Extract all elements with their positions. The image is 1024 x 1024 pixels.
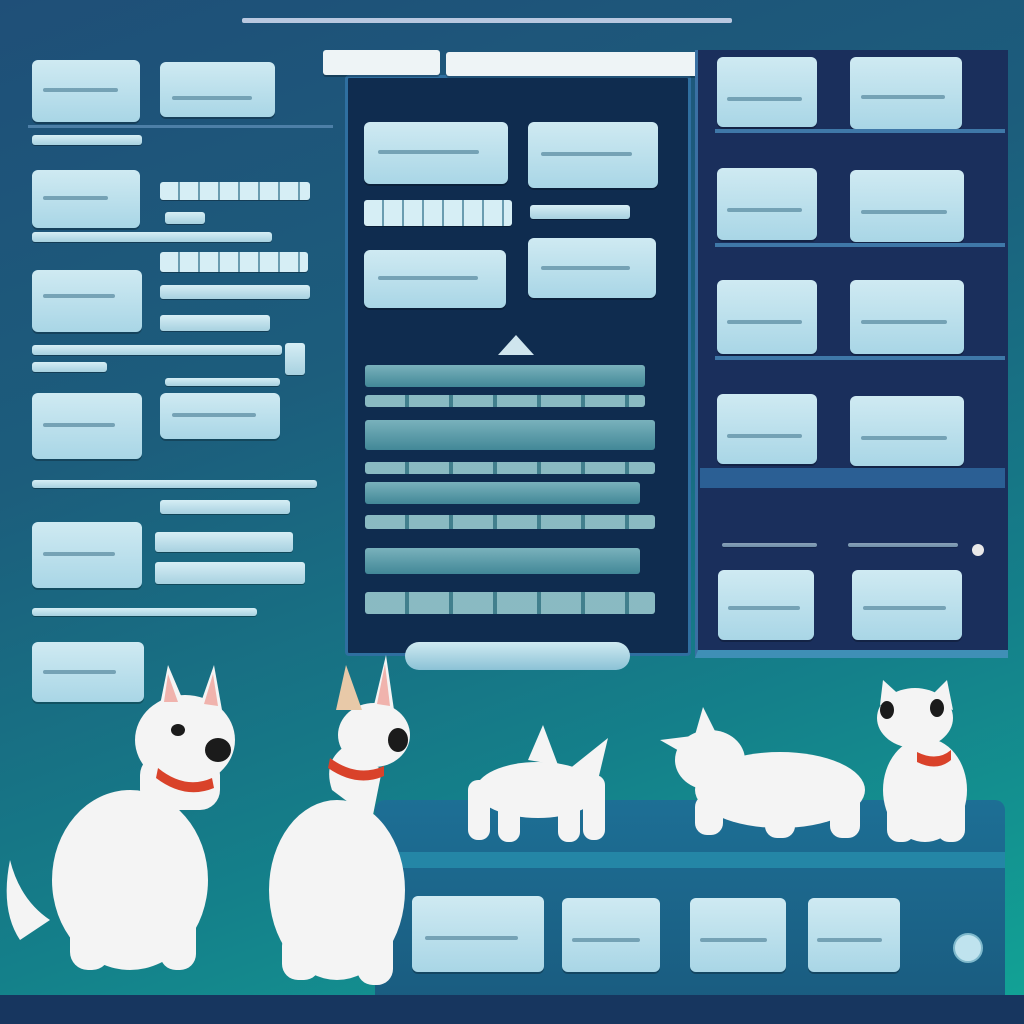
left-card-4[interactable] [32, 270, 142, 332]
dog-2-illustration [269, 655, 410, 985]
right-card-2[interactable] [850, 57, 962, 129]
bottom-knob[interactable] [953, 933, 983, 963]
right-card-3[interactable] [717, 168, 817, 240]
left-card-1[interactable] [32, 60, 140, 122]
right-card-7[interactable] [717, 394, 817, 464]
dog-3-illustration [468, 725, 608, 842]
right-card-5[interactable] [717, 280, 817, 354]
mid-row-2 [365, 395, 645, 407]
right-panel [695, 50, 1008, 658]
right-card-9[interactable] [718, 570, 814, 640]
dog-1-illustration [6, 665, 235, 970]
right-shelf-4 [700, 468, 1005, 488]
dog-4-illustration [660, 707, 865, 838]
mid-row-3 [365, 420, 655, 450]
left-bar-6 [160, 285, 310, 299]
mid-bar-2 [530, 205, 630, 219]
left-card-2[interactable] [160, 62, 275, 117]
right-banner-underline-b [848, 543, 958, 547]
right-shelf-3 [715, 356, 1005, 360]
left-bar-4 [32, 232, 272, 242]
mid-row-4 [365, 462, 655, 474]
floor-strip [0, 995, 1024, 1024]
left-panel [28, 125, 333, 608]
dog-5-illustration [877, 680, 967, 842]
left-card-7[interactable] [32, 522, 142, 588]
right-card-8[interactable] [850, 396, 964, 466]
mid-bar-1 [364, 200, 512, 226]
mid-row-1 [365, 365, 645, 387]
left-bar-12 [32, 480, 317, 488]
left-bar-9 [285, 343, 305, 375]
left-bar-11 [165, 378, 280, 386]
mid-card-1[interactable] [364, 122, 508, 184]
mid-scroll-bar[interactable] [405, 642, 630, 670]
left-bar-8 [32, 345, 282, 355]
top-title-strip [242, 18, 732, 23]
left-bar-15 [155, 562, 305, 584]
bottom-card-2[interactable] [562, 898, 660, 972]
mid-row-5 [365, 482, 640, 504]
left-bar-16 [32, 608, 257, 616]
left-bar-14 [155, 532, 293, 552]
left-bar-2 [160, 182, 310, 200]
left-card-8[interactable] [32, 642, 144, 702]
right-banner-underline-a [722, 543, 817, 547]
mid-row-8 [365, 592, 655, 614]
right-card-10[interactable] [852, 570, 962, 640]
right-shelf-1 [715, 129, 1005, 133]
mid-triangle [498, 335, 534, 355]
right-knob[interactable] [972, 544, 984, 556]
right-card-4[interactable] [850, 170, 964, 242]
left-bar-13 [160, 500, 290, 514]
left-bar-7 [160, 315, 270, 331]
right-shelf-2 [715, 243, 1005, 247]
mid-card-3[interactable] [364, 250, 506, 308]
left-card-5[interactable] [32, 393, 142, 459]
platform-ledge [375, 852, 1005, 868]
left-bar-5 [160, 252, 308, 272]
left-bar-3 [165, 212, 205, 224]
tab-right[interactable] [446, 52, 698, 76]
right-card-6[interactable] [850, 280, 964, 354]
right-card-1[interactable] [717, 57, 817, 127]
left-bar-10 [32, 362, 107, 372]
left-card-6[interactable] [160, 393, 280, 439]
left-bar-1 [32, 135, 142, 145]
left-card-3[interactable] [32, 170, 140, 228]
bottom-card-3[interactable] [690, 898, 786, 972]
tab-left[interactable] [323, 50, 440, 75]
mid-card-2[interactable] [528, 122, 658, 188]
mid-card-4[interactable] [528, 238, 656, 298]
bottom-card-1[interactable] [412, 896, 544, 972]
bottom-card-4[interactable] [808, 898, 900, 972]
mid-row-7 [365, 548, 640, 574]
mid-row-6 [365, 515, 655, 529]
